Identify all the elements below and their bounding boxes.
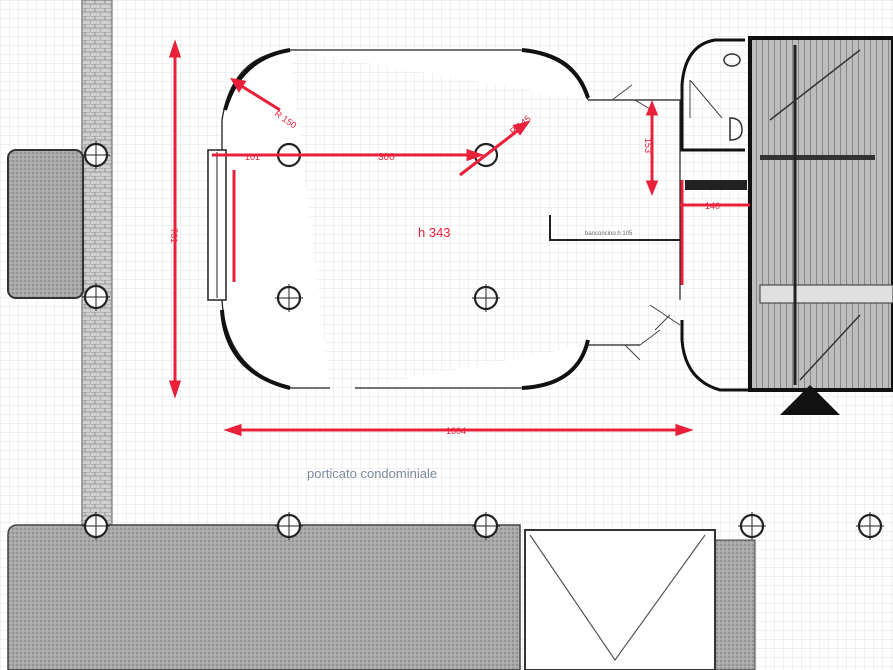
main-room-wall-thick-left <box>223 48 291 111</box>
dim-arrow <box>512 120 531 136</box>
right-curved-wall <box>680 320 750 392</box>
entrance-box <box>524 529 716 670</box>
main-room-wall-thick-br <box>521 339 590 390</box>
room-height-label: h 343 <box>418 225 451 240</box>
entrance-box-diagonals <box>529 534 706 662</box>
dim-column-offset: 101 <box>245 152 260 162</box>
dim-radius-right-line <box>459 123 526 177</box>
toilet-icon <box>723 53 741 67</box>
left-planter <box>7 149 84 299</box>
dim-arrow <box>645 99 659 116</box>
dim-total-width: 1004 <box>446 426 466 436</box>
bottom-right-block <box>714 539 756 670</box>
sink-icon <box>729 117 743 141</box>
counter-note: banconcino h 105 <box>585 231 633 237</box>
stair-arrow-line <box>769 49 861 381</box>
main-room-right-wall <box>588 99 681 346</box>
service-door-swing <box>689 79 723 119</box>
dim-column-spacing: 300 <box>378 152 395 163</box>
dim-arrow <box>230 77 247 93</box>
bottom-planter <box>7 524 521 670</box>
dim-arrow <box>675 423 694 437</box>
service-room-partition <box>685 180 747 190</box>
dim-total-depth: 761 <box>169 228 179 243</box>
column-crosshairs <box>82 141 884 540</box>
dim-entrance-depth: 153 <box>643 138 653 153</box>
triangle-marker-icon <box>780 385 840 415</box>
main-room-wall-thick-right <box>521 48 590 99</box>
main-room-wall-thick-bl <box>220 309 291 390</box>
dimension-lines <box>168 39 750 437</box>
dim-arrow <box>466 148 485 162</box>
counter <box>549 215 680 241</box>
stair-landing-1 <box>760 155 875 160</box>
dim-arrow <box>645 180 659 197</box>
dim-arrow <box>223 423 242 437</box>
dim-arrow <box>168 39 182 58</box>
door-swing-bottom <box>624 304 681 361</box>
dim-arrow <box>168 380 182 399</box>
service-room-wall <box>680 38 745 152</box>
dim-wall-gap: 140 <box>705 201 720 211</box>
stair-landing-2 <box>759 284 893 304</box>
common-area-label: porticato condominiale <box>307 466 437 481</box>
staircase <box>748 36 893 392</box>
left-wall-strip <box>81 0 113 541</box>
